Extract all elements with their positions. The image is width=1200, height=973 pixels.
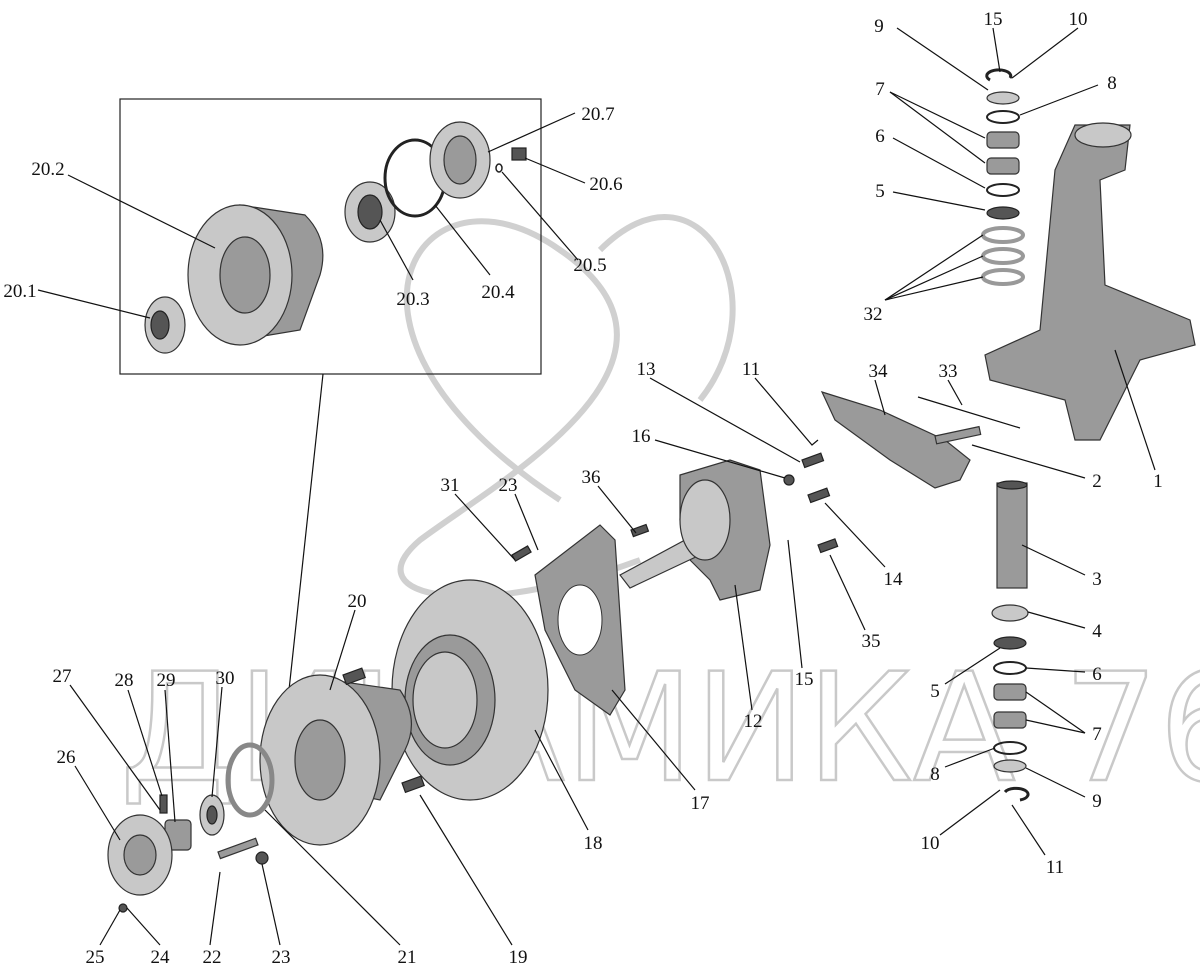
callout-20-2: 20.2 xyxy=(31,159,64,180)
callout-13: 13 xyxy=(637,359,656,380)
callout-32: 32 xyxy=(864,304,883,325)
callout-18: 18 xyxy=(584,833,603,854)
callout-4: 4 xyxy=(1092,621,1102,642)
callout-16: 16 xyxy=(632,426,651,447)
callout-11: 11 xyxy=(742,359,760,380)
callout-11-bottom: 11 xyxy=(1046,857,1064,878)
callout-12: 12 xyxy=(744,711,763,732)
callout-23-bottom: 23 xyxy=(272,947,291,968)
callout-8-bottom: 8 xyxy=(930,764,940,785)
callout-20-1: 20.1 xyxy=(3,281,36,302)
callout-22: 22 xyxy=(203,947,222,968)
kingpin-top-callouts: 15 10 9 8 7 6 5 32 xyxy=(864,9,1117,325)
hub-assembly-frame xyxy=(119,98,542,375)
callout-3: 3 xyxy=(1092,569,1102,590)
kingpin-bottom-callouts: 3 4 6 5 7 8 9 10 11 xyxy=(921,569,1103,878)
callout-26: 26 xyxy=(57,747,76,768)
callout-2: 2 xyxy=(1092,471,1102,492)
callout-33: 33 xyxy=(939,361,958,382)
callout-9: 9 xyxy=(874,16,884,37)
callout-5-bottom: 5 xyxy=(930,681,940,702)
callout-30: 30 xyxy=(216,668,235,689)
callout-35: 35 xyxy=(862,631,881,652)
parts xyxy=(107,68,1196,913)
callout-28: 28 xyxy=(115,670,134,691)
callout-20-3: 20.3 xyxy=(396,289,429,310)
callout-9-bottom: 9 xyxy=(1092,791,1102,812)
callout-20: 20 xyxy=(348,591,367,612)
callout-6-bottom: 6 xyxy=(1092,664,1102,685)
callout-5: 5 xyxy=(875,181,885,202)
callout-20-6: 20.6 xyxy=(589,174,622,195)
hub-assembly-callouts: 20.1 20.2 20.3 20.4 20.5 20.6 20.7 xyxy=(3,104,622,310)
callout-29: 29 xyxy=(157,670,176,691)
callout-15: 15 xyxy=(984,9,1003,30)
callout-7: 7 xyxy=(875,79,885,100)
callout-20-5: 20.5 xyxy=(573,255,606,276)
leader-lines xyxy=(37,27,1156,946)
brake-hub-callouts: 31 23 17 18 20 19 21 23 22 24 25 26 27 2… xyxy=(53,475,710,968)
callout-10-bottom: 10 xyxy=(921,833,940,854)
callout-23: 23 xyxy=(499,475,518,496)
callout-8: 8 xyxy=(1107,73,1117,94)
callout-36: 36 xyxy=(582,467,601,488)
callout-24: 24 xyxy=(151,947,171,968)
callout-34: 34 xyxy=(869,361,889,382)
callout-7-bottom: 7 xyxy=(1092,724,1102,745)
callout-25: 25 xyxy=(86,947,105,968)
callout-14: 14 xyxy=(884,569,904,590)
callout-10: 10 xyxy=(1069,9,1088,30)
callout-21: 21 xyxy=(398,947,417,968)
callout-15-pin: 15 xyxy=(795,669,814,690)
callout-20-7: 20.7 xyxy=(581,104,614,125)
callout-6: 6 xyxy=(875,126,885,147)
callout-17: 17 xyxy=(691,793,710,814)
callout-31: 31 xyxy=(441,475,460,496)
callout-1: 1 xyxy=(1153,471,1163,492)
callout-20-4: 20.4 xyxy=(481,282,515,303)
callout-27: 27 xyxy=(53,666,72,687)
knuckle-callouts: 1 2 33 34 13 11 16 14 35 15 12 36 xyxy=(582,359,1163,732)
callout-19: 19 xyxy=(509,947,528,968)
